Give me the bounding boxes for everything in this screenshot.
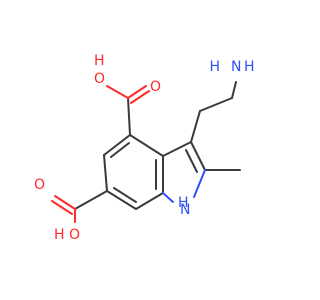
oxygen-bonds (51, 85, 150, 223)
ring-nitrogen-hydrogen-label: H (178, 195, 189, 211)
bond-c6-c7 (106, 190, 137, 210)
carboxyl-4-hydroxyl-oxygen-label: O (94, 71, 105, 87)
carboxyl-6-carbonyl-oxygen-label: O (34, 177, 45, 193)
bond-c-o-4a (127, 85, 147, 99)
bond-c-o-6b (51, 200, 73, 215)
bond-c3-c2-inner (185, 149, 198, 173)
bond-c3-c2 (190, 141, 206, 171)
bond-c4-c5 (103, 134, 131, 156)
atom-labels: N H H H O O O H O H N (34, 53, 255, 243)
amine-hydrogen-label-2: H (209, 59, 220, 75)
bond-c-o-4b (130, 90, 150, 104)
carboxyl-6-hydroxyl-hydrogen-label: H (54, 227, 65, 243)
bond-ch2-ch2 (199, 97, 233, 112)
bond-c2-n1 (193, 169, 206, 198)
carbon-bonds (74, 81, 241, 210)
bond-c3a-c4 (129, 134, 164, 157)
bond-c3a-c3 (162, 141, 192, 157)
bond-c-o-6a (54, 195, 76, 210)
bond-c7-c7a (135, 192, 164, 210)
carboxyl-4-hydroxyl-hydrogen-label: H (94, 53, 105, 69)
bond-c-oh-4 (106, 85, 129, 99)
amine-nitrogen-label: N (231, 59, 241, 75)
amine-hydrogen-label-1: H (244, 59, 255, 75)
ring-nitrogen-label: N (180, 202, 190, 218)
carboxyl-4-carbonyl-oxygen-label: O (150, 79, 161, 95)
bond-c4-c5-inner (110, 142, 130, 158)
bond-c4-cooh (127, 97, 131, 136)
chemical-structure: N H H H O O O H O H N (34, 53, 255, 243)
nitrogen-bonds (162, 169, 206, 203)
bond-c6-c7-inner (113, 187, 137, 203)
bond-c5-c6 (103, 154, 108, 192)
bond-c6-cooh (74, 190, 108, 210)
carboxyl-6-hydroxyl-oxygen-label: O (69, 227, 80, 243)
bond-c3-ch2 (190, 110, 201, 143)
bond-ch2-n (231, 81, 237, 99)
bond-c7a-n1 (162, 192, 174, 203)
